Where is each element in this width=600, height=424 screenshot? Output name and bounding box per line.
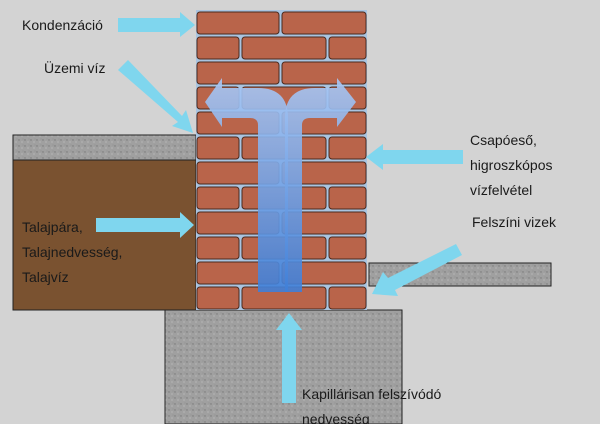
arrow-driving-rain <box>366 144 463 170</box>
label-line: nedvesség <box>302 411 370 424</box>
brick <box>196 11 280 35</box>
moisture-flow-left <box>205 78 288 292</box>
label-surface-water: Felszíni vizek <box>472 214 557 230</box>
label-line: Kapillárisan felszívódó <box>302 386 442 402</box>
label-ground: Talajpára, Talajnedvesség, Talajvíz <box>22 215 122 290</box>
label-line: vízfelvétel <box>470 182 533 198</box>
arrow-capillary <box>276 313 302 403</box>
arrow-surface-water <box>372 244 462 296</box>
top-slab <box>12 134 197 161</box>
label-condensation: Kondenzáció <box>22 17 103 33</box>
brick <box>281 11 367 35</box>
label-driving-rain: Csapóeső, higroszkópos vízfelvétel <box>470 128 553 203</box>
brick <box>196 136 240 160</box>
brick <box>328 286 367 310</box>
brick <box>328 36 367 60</box>
brick <box>196 61 280 85</box>
arrow-condensation <box>118 12 195 37</box>
brick <box>196 236 240 260</box>
label-service-water: Üzemi víz <box>44 60 106 76</box>
label-capillary: Kapillárisan felszívódó nedvesség <box>302 382 441 424</box>
moisture-flow-right <box>285 78 356 292</box>
soil <box>12 159 197 311</box>
arrow-service-water <box>118 60 193 133</box>
brick <box>281 61 367 85</box>
label-line: Talajpára, <box>22 219 83 235</box>
arrows <box>96 12 463 403</box>
arrow-ground <box>96 212 194 238</box>
brick <box>328 136 367 160</box>
brick <box>196 286 240 310</box>
brick <box>196 36 240 60</box>
brick <box>241 36 327 60</box>
label-line: Talajvíz <box>22 269 69 285</box>
brick <box>328 236 367 260</box>
label-line: higroszkópos <box>470 157 553 173</box>
brick <box>328 186 367 210</box>
brick <box>196 186 240 210</box>
label-line: Csapóeső, <box>470 132 537 148</box>
label-line: Talajnedvesség, <box>22 244 123 260</box>
